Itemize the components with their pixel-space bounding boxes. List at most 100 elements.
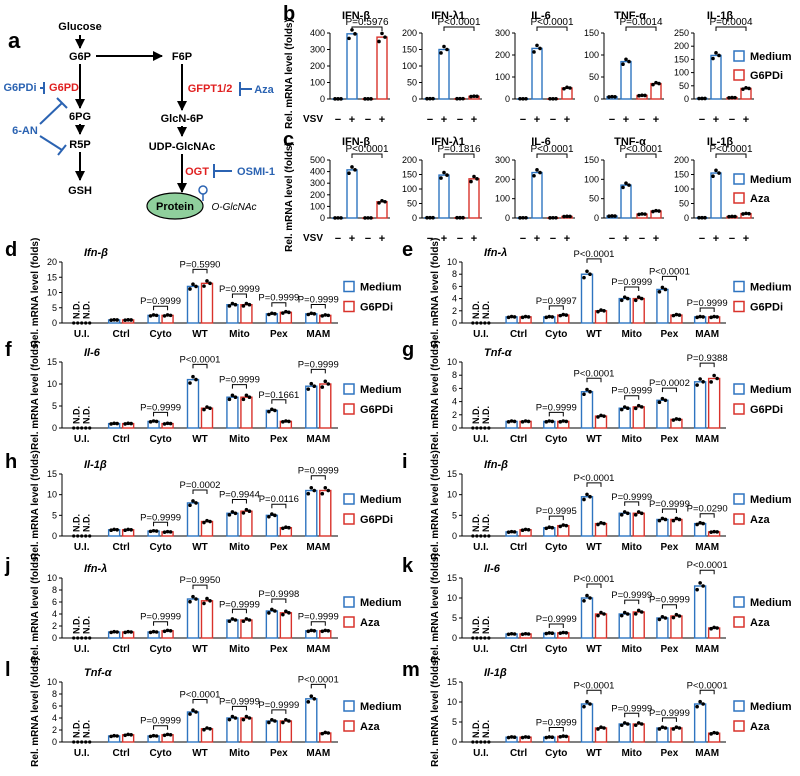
x-tick-label: Pex <box>270 644 288 655</box>
x-tick-label: WT <box>192 434 208 445</box>
p-value: P=0.9388 <box>687 353 728 364</box>
data-point <box>287 525 291 530</box>
p-value: P=0.9999 <box>258 293 299 304</box>
p-bracket <box>443 153 475 158</box>
bar <box>305 698 318 743</box>
data-point <box>671 418 676 422</box>
bar <box>438 48 450 100</box>
legend-label-0: Medium <box>360 701 402 713</box>
x-tick-label: Mito <box>229 542 250 553</box>
bar <box>707 377 721 429</box>
data-point <box>562 214 566 219</box>
data-point <box>544 420 549 424</box>
legend-swatch-0 <box>343 493 355 505</box>
data-point <box>306 312 311 317</box>
data-point <box>202 727 206 732</box>
data-point <box>445 173 449 177</box>
data-point <box>112 317 116 322</box>
legend-swatch-1 <box>343 720 355 732</box>
data-point <box>625 612 630 616</box>
legend-label-1: Aza <box>360 617 380 629</box>
y-tick-label: 4 <box>52 713 57 723</box>
data-point <box>657 81 661 86</box>
data-point <box>366 216 370 220</box>
y-tick-label: 15 <box>47 469 57 479</box>
node-glucose: Glucose <box>58 21 101 33</box>
p-value: P=0.9999 <box>298 294 339 305</box>
data-point <box>194 597 198 601</box>
data-point <box>487 636 491 640</box>
data-point <box>602 309 606 313</box>
y-tick-label: 100 <box>310 201 325 211</box>
data-point <box>744 211 748 216</box>
data-point <box>205 518 209 523</box>
inhibitor-aza: Aza <box>254 84 274 96</box>
bar <box>632 512 645 537</box>
data-point <box>596 727 600 731</box>
legend-swatch-1 <box>733 300 745 313</box>
data-point <box>247 395 252 400</box>
p-value: P=0.9999 <box>649 708 690 719</box>
data-point <box>633 298 638 303</box>
data-point <box>562 86 566 91</box>
legend-swatch-1 <box>733 69 745 81</box>
data-point <box>607 214 611 219</box>
y-tick-label: 6 <box>452 383 457 393</box>
data-point <box>674 417 679 421</box>
data-point <box>475 534 479 538</box>
node-gsh: GSH <box>68 185 92 197</box>
x-tick-label: MAM <box>306 329 330 340</box>
data-point <box>602 726 606 730</box>
data-point <box>698 377 702 381</box>
bar <box>279 720 293 743</box>
data-point <box>227 513 232 517</box>
data-point <box>520 315 525 320</box>
data-point <box>154 419 159 424</box>
y-tick-label: 50 <box>589 72 599 82</box>
data-point <box>538 170 542 175</box>
vsv-sign: + <box>534 114 540 126</box>
y-tick-label: 0 <box>52 423 57 433</box>
vsv-sign: + <box>441 114 447 126</box>
data-point <box>654 208 658 213</box>
y-tick-label: 4 <box>52 609 57 619</box>
p-bracket <box>624 712 640 718</box>
inhibitor-g6pdi: G6PDi <box>3 82 36 94</box>
data-point <box>306 629 311 634</box>
data-point <box>677 614 682 618</box>
p-bracket <box>586 482 602 487</box>
data-point <box>188 712 192 716</box>
y-tick-label: 50 <box>589 194 599 204</box>
legend-swatch-0 <box>733 596 745 608</box>
data-point <box>582 704 586 709</box>
data-point <box>602 612 606 616</box>
y-tick-label: 300 <box>310 178 325 188</box>
data-point <box>639 610 644 614</box>
data-point <box>126 527 130 532</box>
data-point <box>123 733 127 738</box>
y-tick-label: 0 <box>452 737 457 747</box>
y-tick-label: 150 <box>584 28 599 38</box>
p-value: P=0.9999 <box>611 703 652 714</box>
data-point <box>284 525 288 530</box>
inhibit-6an-6pg-bar <box>57 144 67 156</box>
data-point <box>469 179 473 184</box>
bar <box>693 585 707 639</box>
data-point <box>695 315 699 320</box>
data-point <box>714 168 718 173</box>
data-point <box>76 534 80 538</box>
p-bracket <box>443 26 475 31</box>
vsv-sign: + <box>653 233 659 245</box>
y-tick-label: 4 <box>452 397 457 407</box>
data-point <box>483 534 487 538</box>
data-point <box>333 216 337 220</box>
vsv-sign: − <box>550 233 556 245</box>
data-point <box>323 628 328 633</box>
data-point <box>88 426 92 430</box>
data-point <box>162 629 167 634</box>
data-point <box>347 36 351 41</box>
data-point <box>72 636 76 640</box>
data-point <box>230 301 235 306</box>
